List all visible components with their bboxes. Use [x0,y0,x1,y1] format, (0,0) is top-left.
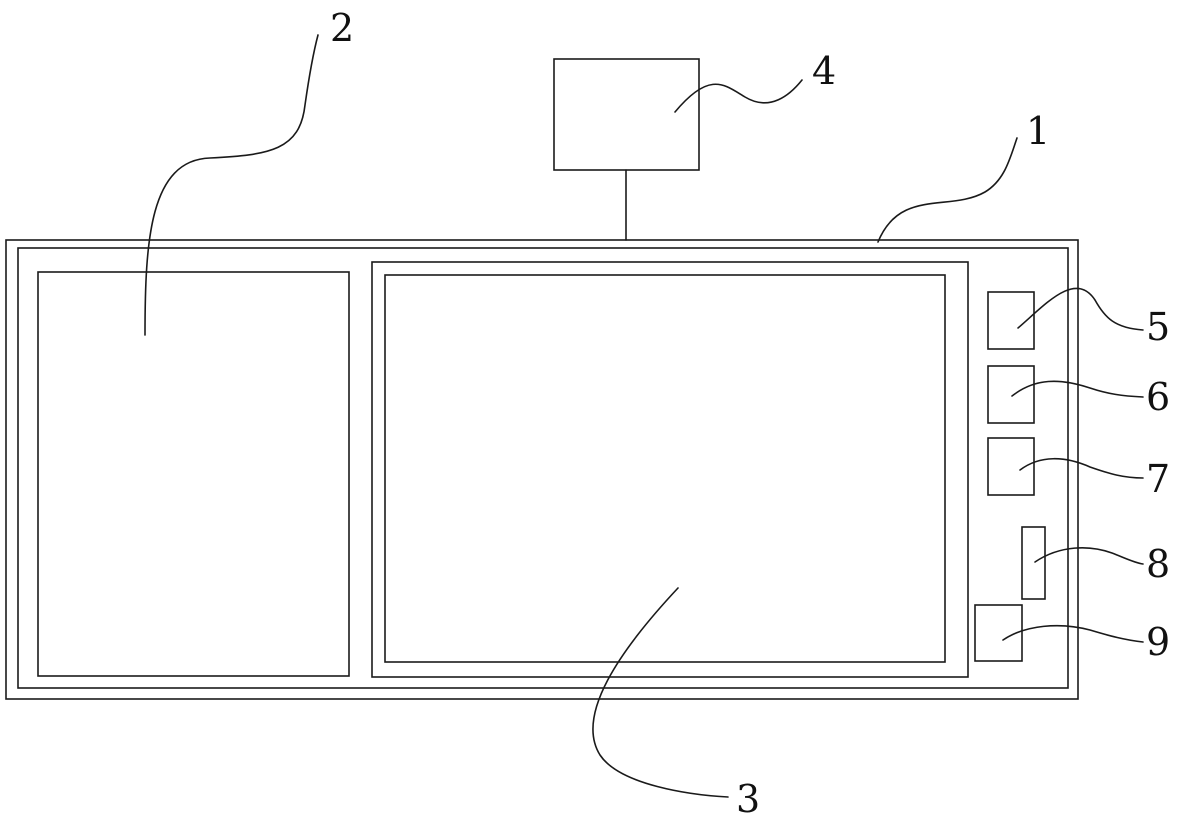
leader-button-d [1002,624,1144,643]
button-c [987,437,1035,496]
ref-label-left-panel: 2 [330,6,354,50]
button-b [987,365,1035,424]
leader-slot [1034,547,1144,565]
leader-top-module [674,79,803,113]
ref-label-button-d: 9 [1146,620,1170,664]
ref-label-slot: 8 [1146,542,1170,586]
main-screen-outer-frame [371,261,969,678]
main-screen-inner-frame [384,274,946,663]
ref-label-button-c: 7 [1146,457,1170,501]
leader-button-c [1019,457,1144,479]
top-module-box [553,58,700,171]
top-module [553,58,700,241]
button-a [987,291,1035,350]
ref-label-housing: 1 [1026,109,1050,153]
left-panel [37,271,350,677]
leader-main-screen [592,587,729,798]
button-d [974,604,1023,662]
main-screen [371,261,969,678]
leader-lines [144,34,1144,798]
leader-button-a [1017,287,1144,331]
leader-housing [877,137,1018,243]
slot [1021,526,1046,600]
ref-label-button-a: 5 [1146,305,1170,349]
housing-inner-frame [17,247,1069,689]
reference-numerals: 1 2 3 4 5 6 7 8 9 [330,6,1170,816]
ref-label-top-module: 4 [812,49,836,93]
leader-left-panel [144,34,319,336]
leader-button-b [1011,380,1144,398]
ref-label-button-b: 6 [1146,375,1170,419]
housing [5,239,1079,700]
housing-outer-frame [5,239,1079,700]
ref-label-main-screen: 3 [736,777,760,816]
